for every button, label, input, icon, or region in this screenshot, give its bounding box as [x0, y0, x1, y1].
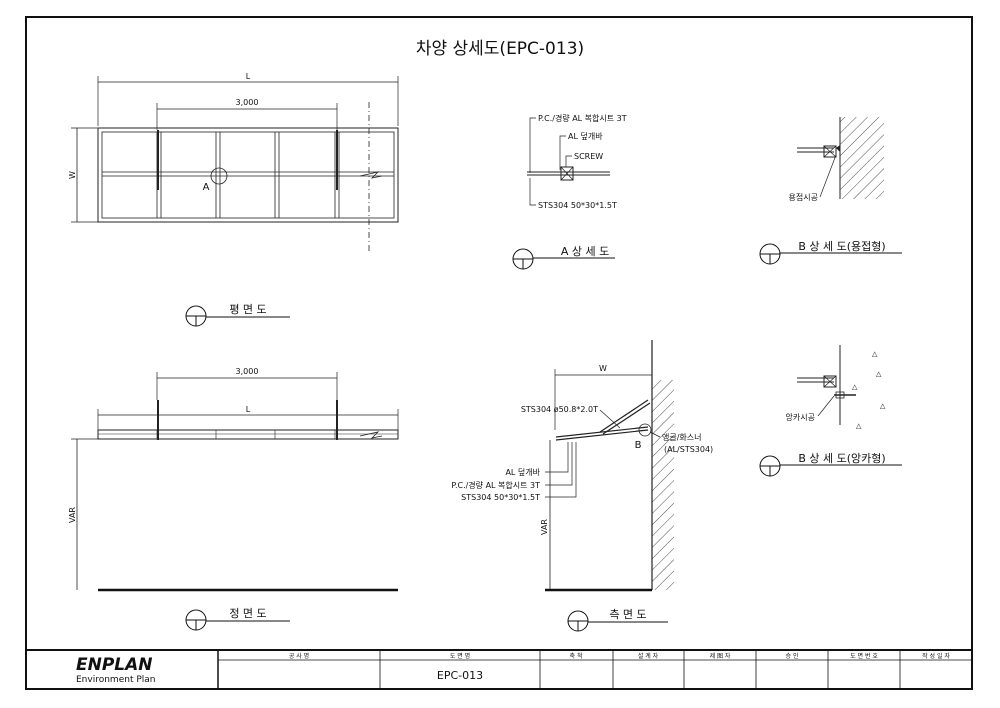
- plan-view: L 3,000 W A: [68, 72, 399, 252]
- detail-b-anchor-label: 앙카시공: [786, 412, 815, 422]
- detail-a-title: A 상 세 도: [512, 245, 615, 270]
- side-callout-sheet: P.C./경량 AL 복합시트 3T: [451, 480, 540, 490]
- svg-text:△: △: [876, 370, 882, 378]
- front-dim-var: VAR: [68, 507, 77, 523]
- side-view: W B STS304 ø50.8*2.0T AL 덮개바 P.C./경량 AL …: [451, 340, 713, 592]
- side-view-label: 측 면 도: [609, 608, 646, 621]
- detail-a: P.C./경량 AL 복합시트 3T AL 덮개바 SCREW STS304 5…: [527, 113, 627, 210]
- side-callout-cover: AL 덮개바: [505, 467, 540, 477]
- plan-view-label: 평 면 도: [229, 303, 266, 316]
- side-dim-w: W: [599, 364, 607, 373]
- svg-text:△: △: [872, 350, 878, 358]
- front-dim-3000: 3,000: [236, 367, 259, 376]
- front-view: 3,000 L VAR: [68, 367, 399, 592]
- title-block: ENPLAN Environment Plan 공 사 명 도 면 명 축 척 …: [26, 649, 972, 689]
- detail-a-label: A 상 세 도: [561, 245, 609, 258]
- tb-header-drawing: 도 면 명: [450, 652, 470, 660]
- plan-marker-a: A: [203, 182, 210, 193]
- detail-a-callout-cover: AL 덮개바: [568, 131, 603, 141]
- detail-a-callout-tube: STS304 50*30*1.5T: [538, 201, 617, 210]
- detail-a-callout-screw: SCREW: [574, 152, 603, 161]
- detail-b-anchor: △ △ △ △ △ 앙카시공: [786, 345, 886, 430]
- side-dim-var: VAR: [540, 519, 549, 535]
- svg-text:△: △: [856, 422, 862, 430]
- side-callout-rod: STS304 ø50.8*2.0T: [521, 405, 598, 414]
- tb-header-number: 도 면 번 호: [850, 652, 878, 660]
- tb-header-approve: 승 인: [786, 653, 799, 660]
- logo-text: ENPLAN: [76, 655, 153, 675]
- detail-b-anchor-title: B 상 세 도(앙카형): [759, 452, 902, 477]
- plan-dim-3000: 3,000: [236, 98, 259, 107]
- side-callout-angle-1: 앵글/화스너: [662, 432, 702, 442]
- tb-drawing-name: EPC-013: [437, 669, 483, 682]
- plan-dim-w: W: [68, 171, 77, 179]
- front-view-label: 정 면 도: [229, 607, 266, 620]
- plan-dim-l: L: [246, 72, 251, 81]
- detail-b-weld-title: B 상 세 도(용접형): [759, 240, 902, 265]
- tb-header-scale: 축 척: [570, 652, 583, 660]
- tb-header-manager: 제 图 자: [710, 652, 731, 660]
- drawing-title: 차양 상세도(EPC-013): [416, 39, 584, 59]
- front-view-title: 정 면 도: [185, 607, 290, 631]
- side-callout-tube: STS304 50*30*1.5T: [461, 493, 540, 502]
- tb-header-project: 공 사 명: [289, 652, 309, 660]
- sheet-outer-border: [25, 16, 973, 690]
- detail-b-anchor-view-label: B 상 세 도(앙카형): [798, 452, 885, 465]
- svg-text:△: △: [852, 383, 858, 391]
- detail-b-weld-label: 용접시공: [789, 192, 818, 202]
- logo-subtext: Environment Plan: [76, 675, 155, 685]
- detail-b-weld: 용접시공: [789, 117, 884, 202]
- tb-header-date: 작 성 일 자: [922, 652, 950, 660]
- plan-view-title: 평 면 도: [185, 303, 290, 327]
- svg-text:△: △: [880, 402, 886, 410]
- tb-header-designer: 설 계 자: [638, 652, 659, 660]
- side-callout-angle-2: (AL/STS304): [664, 445, 713, 454]
- detail-b-weld-view-label: B 상 세 도(용접형): [798, 240, 885, 253]
- side-marker-b: B: [635, 440, 642, 451]
- side-view-title: 측 면 도: [567, 608, 668, 632]
- front-dim-l: L: [246, 405, 251, 414]
- detail-a-callout-sheet: P.C./경량 AL 복합시트 3T: [538, 113, 627, 123]
